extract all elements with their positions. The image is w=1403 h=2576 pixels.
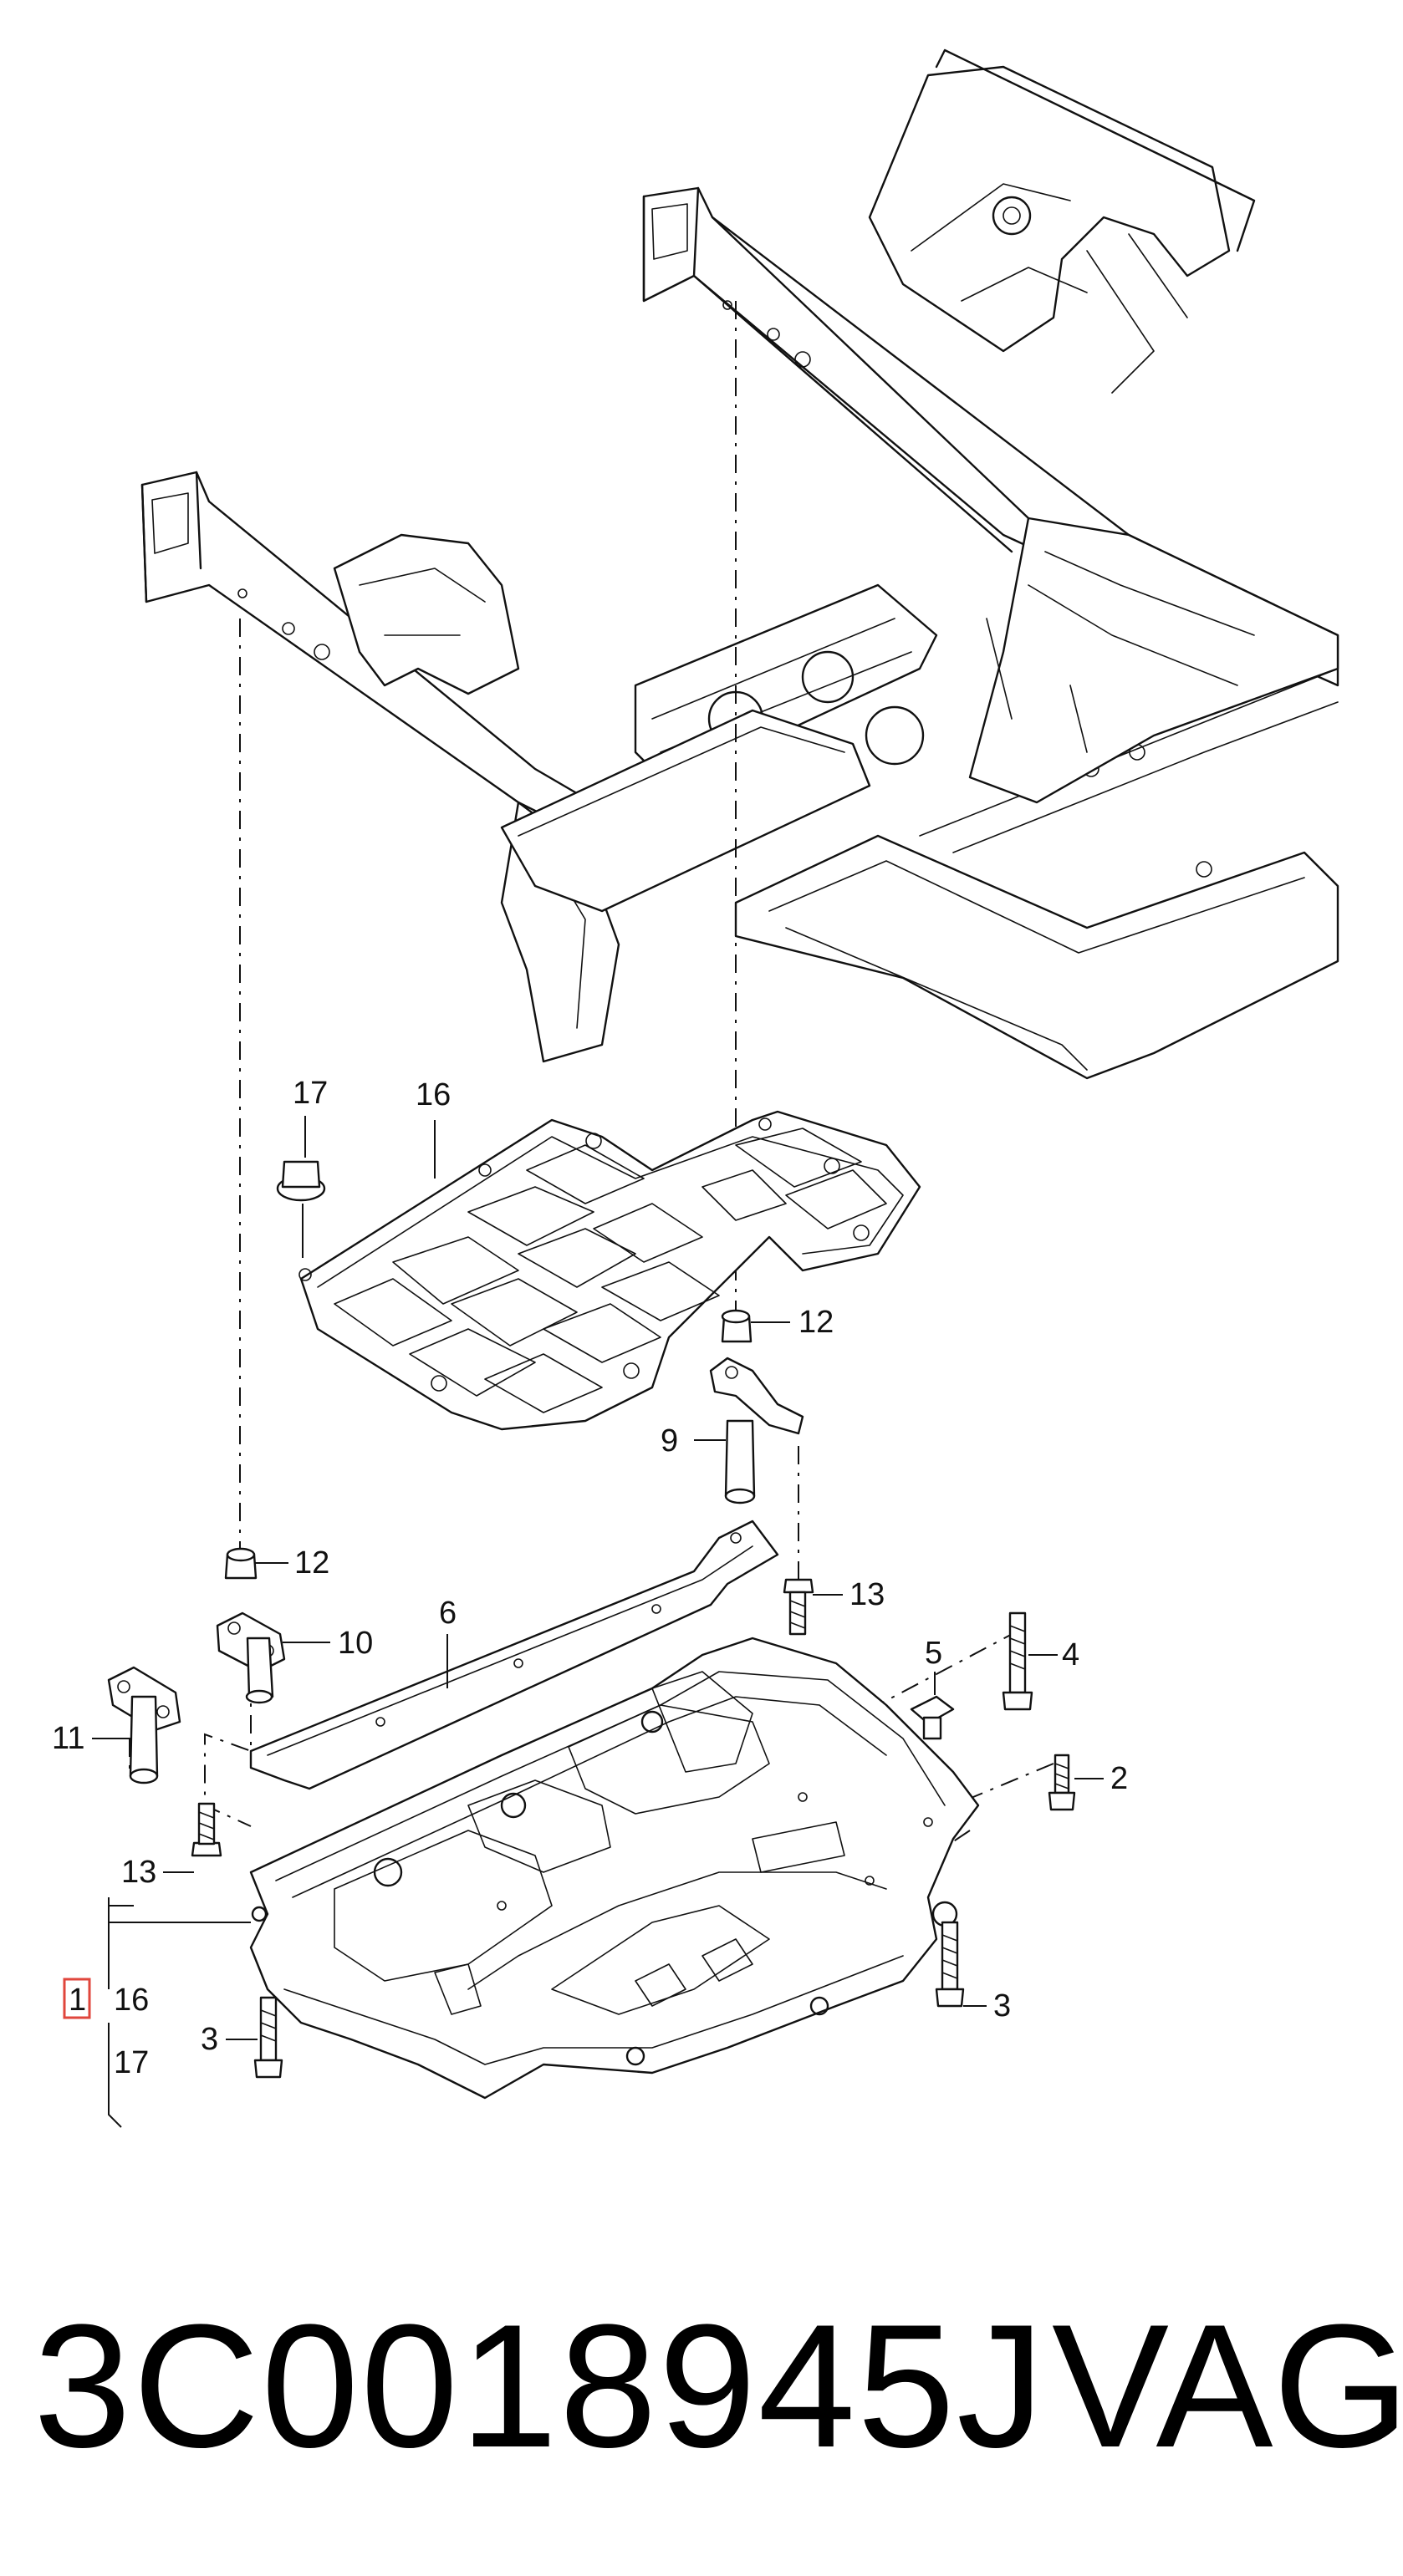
callout-2: 2 xyxy=(1110,1761,1128,1796)
underbody-guard-part-1 xyxy=(249,1637,980,2100)
callout-labels: 17 16 12 9 12 10 6 11 13 4 5 2 13 3 3 1 … xyxy=(52,1076,1128,2080)
callout-4: 4 xyxy=(1062,1637,1079,1672)
brand-name: VAG xyxy=(1052,2288,1403,2484)
callout-13-left: 13 xyxy=(121,1855,156,1890)
callout-13-right: 13 xyxy=(849,1577,885,1612)
exploded-parts-diagram: 17 16 12 9 12 10 6 11 13 4 5 2 13 3 3 1 … xyxy=(52,48,1339,2128)
vehicle-underbody xyxy=(140,48,1339,1080)
part-1-highlight-box xyxy=(63,1978,91,2019)
bolt-part-3-left xyxy=(253,1996,283,2079)
callout-3-left: 3 xyxy=(201,2022,218,2057)
part-number: 3C0018945J xyxy=(33,2288,1046,2484)
nut-part-12-left xyxy=(224,1547,258,1580)
clip-part-17-top xyxy=(276,1116,326,1258)
callout-1: 1 xyxy=(69,1983,86,2018)
callout-10: 10 xyxy=(338,1626,373,1661)
bolt-part-2 xyxy=(1048,1754,1076,1811)
callout-5: 5 xyxy=(925,1636,942,1671)
bolt-part-13-lower xyxy=(191,1802,222,1857)
callout-11: 11 xyxy=(52,1721,84,1756)
clip-part-5 xyxy=(910,1695,955,1740)
bolt-part-4 xyxy=(1002,1611,1033,1711)
part-caption: 3C0018945J VAG xyxy=(0,2248,1403,2499)
insulation-mat-part-16 xyxy=(298,1110,921,1431)
rail-part-6 xyxy=(249,1520,779,1790)
bolt-part-13-upper xyxy=(783,1578,814,1636)
callout-12-left: 12 xyxy=(294,1545,329,1581)
callout-16-bottom: 16 xyxy=(114,1983,149,2018)
bracket-part-9 xyxy=(709,1309,804,1504)
callout-3-right: 3 xyxy=(993,1988,1011,2024)
bracket-part-11 xyxy=(107,1666,181,1784)
bracket-part-10 xyxy=(216,1611,286,1704)
bolt-part-3-right xyxy=(935,1921,965,2008)
callout-17-top: 17 xyxy=(293,1076,328,1111)
callout-9: 9 xyxy=(661,1423,678,1459)
callout-6: 6 xyxy=(439,1596,457,1631)
diagram-svg: 17 16 12 9 12 10 6 11 13 4 5 2 13 3 3 1 … xyxy=(52,48,1339,2128)
callout-16-top: 16 xyxy=(416,1077,451,1112)
callout-17-bottom: 17 xyxy=(114,2045,149,2080)
callout-12-right: 12 xyxy=(798,1305,834,1340)
callout-leaders xyxy=(92,1120,1104,2128)
